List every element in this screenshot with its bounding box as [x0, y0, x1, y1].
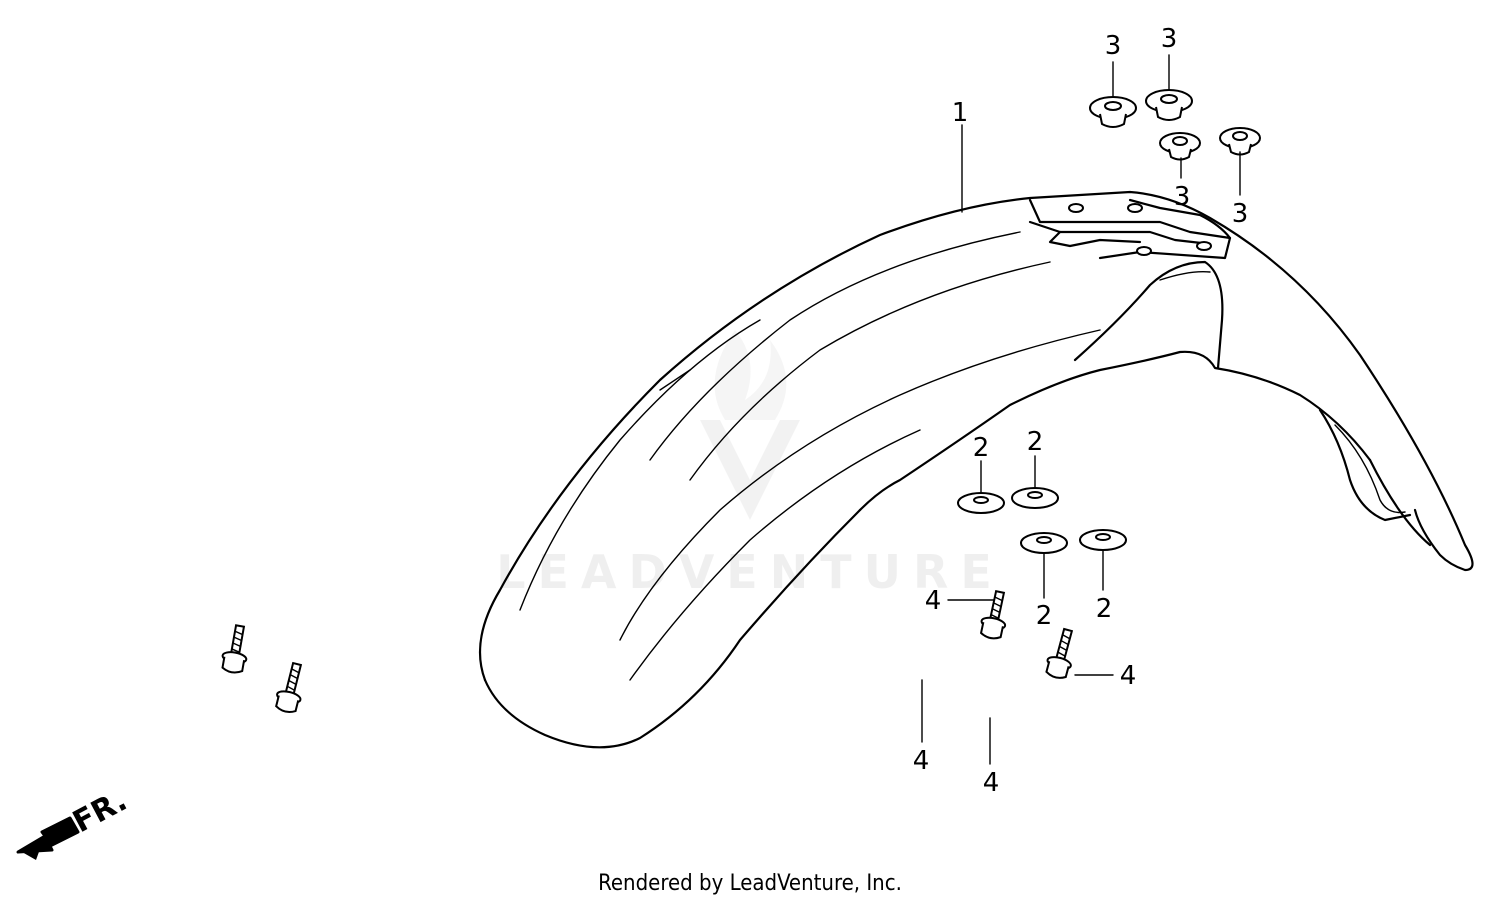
callout-washer: 2 — [1096, 594, 1113, 624]
callout-washer: 2 — [1036, 601, 1053, 631]
callout-bolt: 4 — [1120, 661, 1137, 691]
grommet — [1159, 132, 1201, 161]
grommet — [1089, 96, 1137, 128]
front-direction-indicator: FR. — [16, 783, 133, 860]
callout-bolt: 4 — [925, 586, 942, 616]
grommet — [1219, 127, 1261, 156]
watermark: LEADVENTURE — [496, 330, 1004, 599]
bolt — [221, 624, 248, 674]
callouts: 1 3 3 3 3 2 2 2 2 4 4 4 4 — [913, 24, 1249, 798]
callout-grommet: 3 — [1232, 199, 1249, 229]
callout-grommet: 3 — [1105, 31, 1122, 61]
washer — [957, 492, 1005, 514]
grommets — [1089, 89, 1261, 161]
callout-bolt: 4 — [913, 746, 930, 776]
callout-washer: 2 — [1027, 427, 1044, 457]
callout-bolt: 4 — [983, 768, 1000, 798]
bolt — [275, 661, 303, 714]
leader-lines — [921, 54, 1241, 765]
arrow-icon — [16, 816, 80, 854]
bolts — [979, 589, 1074, 679]
callout-grommet: 3 — [1174, 182, 1191, 212]
footer-credit: Rendered by LeadVenture, Inc. — [598, 871, 902, 896]
callout-grommet: 3 — [1161, 24, 1178, 54]
bolt — [979, 589, 1007, 640]
washer — [1020, 532, 1068, 554]
callout-washer: 2 — [973, 433, 990, 463]
bolt — [1045, 627, 1074, 679]
grommet — [1145, 89, 1193, 121]
washers — [957, 487, 1127, 554]
washer — [1079, 529, 1127, 551]
watermark-text: LEADVENTURE — [496, 545, 1004, 599]
front-fender — [478, 190, 1474, 749]
washer — [1011, 487, 1059, 509]
callout-fender: 1 — [952, 98, 969, 128]
